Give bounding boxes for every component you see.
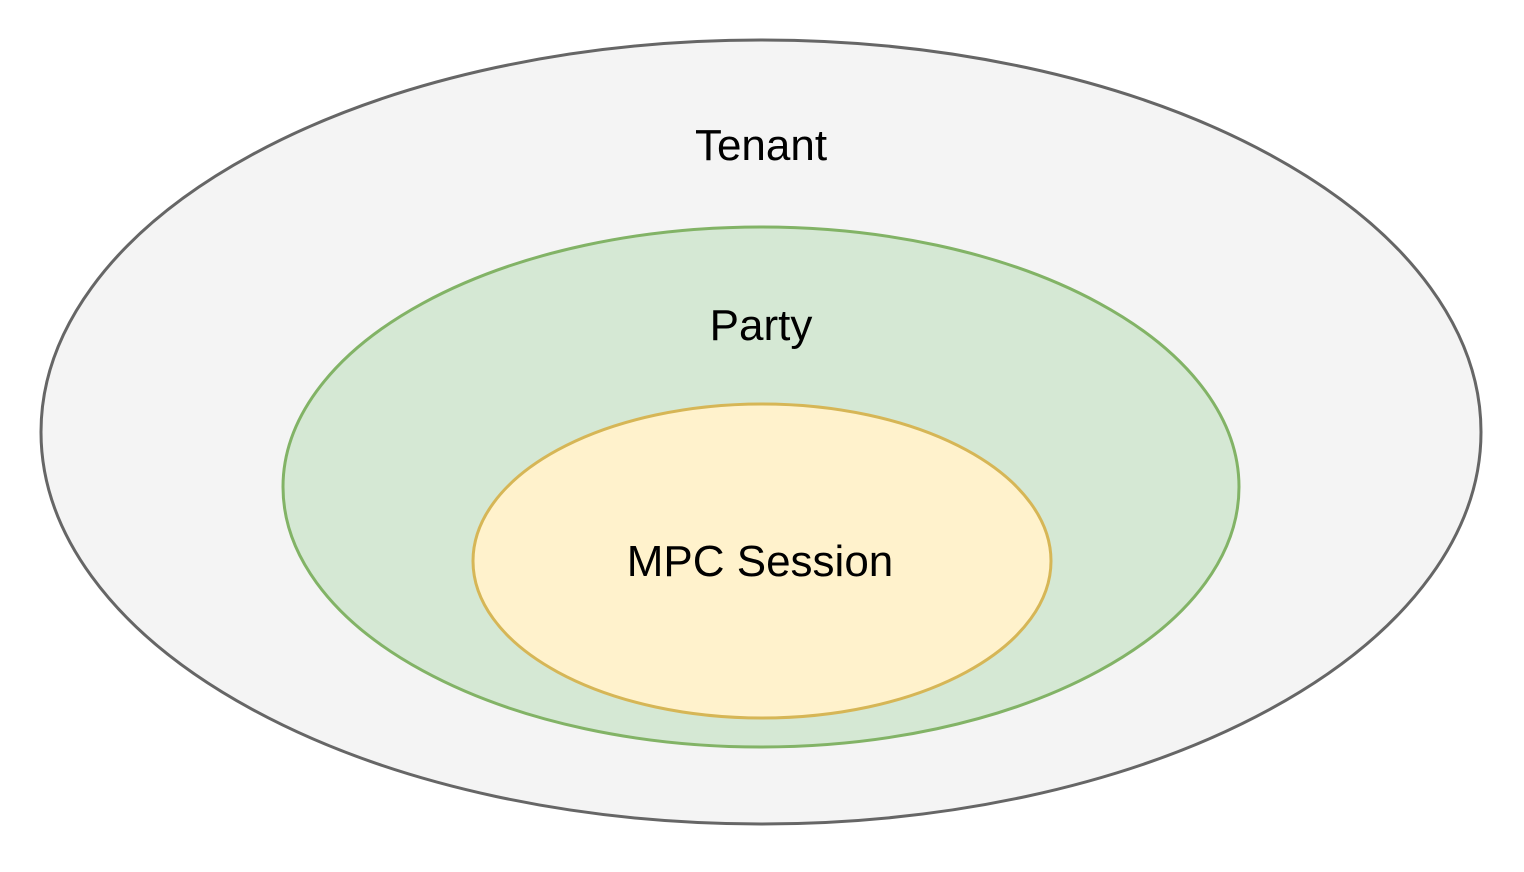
mpc-session-ellipse bbox=[471, 402, 1053, 720]
mpc-session-label: MPC Session bbox=[627, 537, 894, 586]
party-label: Party bbox=[710, 301, 813, 350]
tenant-label: Tenant bbox=[695, 121, 827, 170]
